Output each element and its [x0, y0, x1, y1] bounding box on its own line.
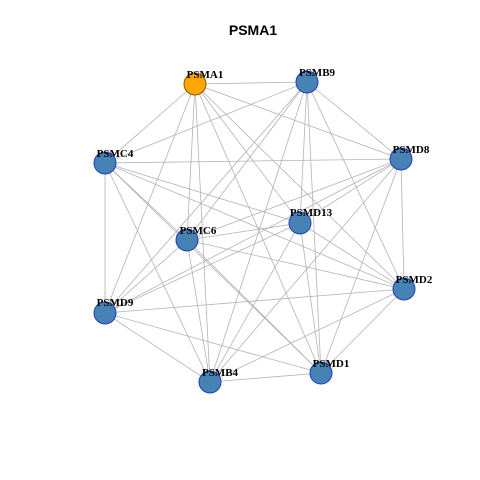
node-psma1: [183, 72, 207, 96]
edge-psmd2-psmd1: [320, 288, 405, 374]
edge-psmd13-psmd9: [104, 222, 301, 314]
edges-layer: [104, 81, 405, 383]
edge-psmd13-psmd2: [299, 222, 405, 290]
nodes-layer: [93, 70, 416, 394]
edge-psmd8-psmd13: [299, 158, 402, 224]
node-label-psmd2: PSMD2: [396, 274, 433, 286]
edge-psmd8-psmd1: [320, 158, 402, 374]
edge-psmb9-psmd13: [299, 81, 308, 224]
node-psmb9: [295, 70, 319, 94]
edge-psmb9-psmd9: [104, 81, 308, 314]
edge-psma1-psmd8: [194, 83, 402, 160]
edge-psmb9-psmd1: [306, 81, 322, 374]
node-label-psma1: PSMA1: [187, 69, 224, 81]
edge-psmd13-psmc6: [186, 222, 301, 241]
node-psmd2: [392, 277, 416, 301]
node-label-psmc6: PSMC6: [180, 225, 217, 237]
edge-psma1-psmc4: [104, 83, 196, 164]
edge-psmc6-psmd2: [186, 239, 405, 290]
edge-psma1-psmd9: [104, 83, 196, 314]
node-psmb4: [198, 370, 222, 394]
edge-psmd13-psmd1: [299, 222, 322, 374]
node-label-psmd9: PSMD9: [97, 297, 134, 309]
edge-psmd13-psmc4: [104, 162, 301, 224]
node-psmd1: [309, 361, 333, 385]
edge-psmd8-psmc6: [186, 158, 402, 241]
node-label-psmb9: PSMB9: [299, 67, 336, 79]
edge-psmc6-psmb4: [186, 239, 211, 383]
edge-psmd9-psmb4: [104, 312, 211, 383]
edge-psmc6-psmd1: [186, 239, 322, 374]
node-label-psmd8: PSMD8: [393, 144, 430, 156]
edge-psma1-psmd1: [194, 83, 322, 374]
edge-psmb9-psmc4: [104, 81, 308, 164]
edge-psmc4-psmb4: [104, 162, 211, 383]
edge-psmd8-psmc4: [104, 158, 402, 164]
edge-psmb9-psmb4: [209, 81, 308, 383]
edge-psmd2-psmd9: [104, 288, 405, 314]
node-label-psmc4: PSMC4: [97, 148, 134, 160]
edge-psmc4-psmd1: [104, 162, 322, 374]
node-label-psmb4: PSMB4: [202, 367, 239, 379]
node-psmc6: [175, 228, 199, 252]
edge-psmd8-psmb4: [209, 158, 402, 383]
edge-psmd1-psmb4: [209, 372, 322, 383]
node-label-psmd13: PSMD13: [290, 207, 333, 219]
edge-psma1-psmb9: [194, 81, 308, 85]
edge-psma1-psmd13: [194, 83, 301, 224]
edge-psma1-psmb4: [194, 83, 211, 383]
edge-psmd13-psmb4: [209, 222, 301, 383]
node-psmd9: [93, 301, 117, 325]
node-psmd8: [389, 147, 413, 171]
edge-psmd8-psmd2: [400, 158, 405, 290]
edge-psmc4-psmd2: [104, 162, 405, 290]
node-psmc4: [93, 151, 117, 175]
edge-psmd8-psmd9: [104, 158, 402, 314]
node-psmd13: [288, 211, 312, 235]
diagram-title: PSMA1: [229, 22, 277, 38]
edge-psmd2-psmb4: [209, 288, 405, 383]
edge-psmd9-psmd1: [104, 312, 322, 374]
edge-psmc6-psmd9: [104, 239, 188, 314]
node-label-psmd1: PSMD1: [313, 358, 350, 370]
edge-psmb9-psmd2: [306, 81, 405, 290]
edge-psmb9-psmd8: [306, 81, 402, 160]
edge-psma1-psmd2: [194, 83, 405, 290]
